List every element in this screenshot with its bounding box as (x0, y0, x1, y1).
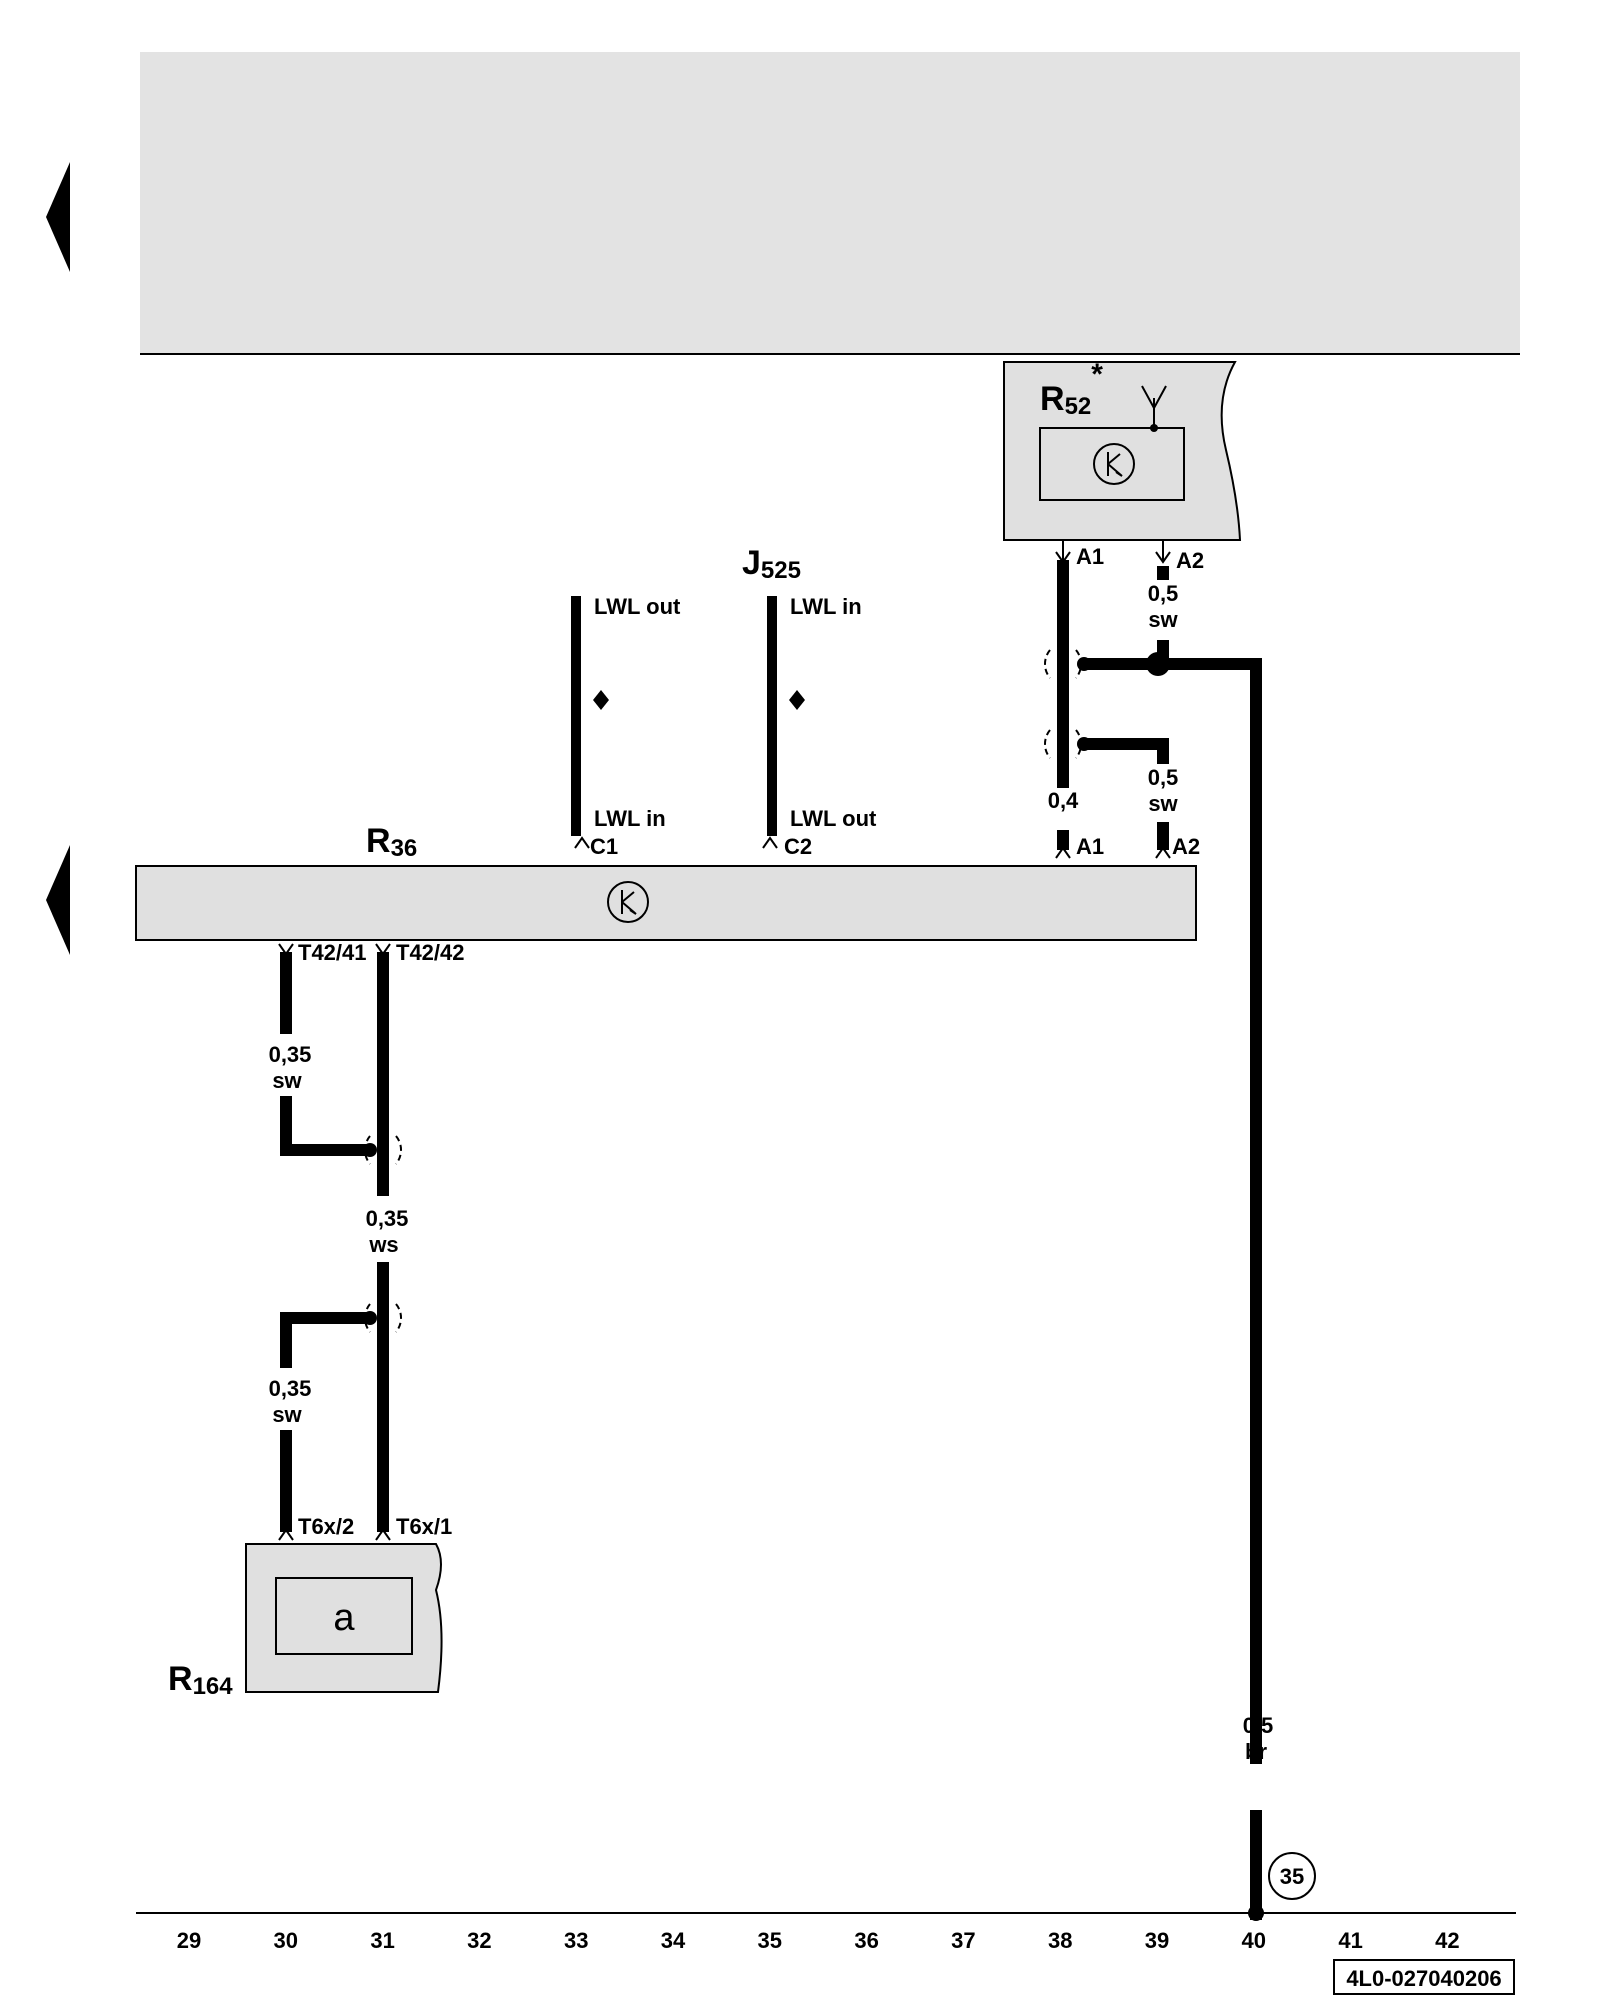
axis-number-33: 33 (564, 1928, 588, 1953)
r164-label: R164 (168, 1660, 233, 1700)
pin-r36-a2: A2 (1172, 834, 1200, 859)
pin-r36-c1: C1 (590, 834, 618, 859)
axis-number-31: 31 (370, 1928, 394, 1953)
doc-number: 4L0-027040206 (1346, 1966, 1501, 1991)
r36-module-bar (135, 865, 1197, 941)
axis-number-37: 37 (951, 1928, 975, 1953)
pin-r52-a2: A2 (1176, 548, 1204, 573)
wire-a2-lower-size: 0,5 (1148, 765, 1179, 790)
j525-label: J525 (742, 544, 801, 584)
antenna-icon (1141, 385, 1167, 428)
axis-numbers: 29 30 31 32 33 34 35 36 37 38 39 40 41 42 (177, 1928, 1460, 1953)
pin-labels: A1 A2 C1 C2 A1 A2 T42/41 T42/42 T6x/2 T6… (298, 544, 1204, 1539)
lwl-right-bottom-label: LWL out (790, 806, 877, 831)
wire-t42-41-size: 0,35 (269, 1042, 312, 1067)
pin-r36-t42-41: T42/41 (298, 940, 367, 965)
component-r164: a R164 (168, 1543, 443, 1700)
shield-splices (363, 649, 1170, 1333)
r164-symbol: a (333, 1597, 355, 1639)
header-band (140, 52, 1520, 354)
lwl-left-diamond-icon (593, 690, 609, 710)
lwl-right-line (767, 596, 777, 836)
axis-number-39: 39 (1145, 1928, 1169, 1953)
component-r36: R36 (135, 822, 1197, 941)
fibre-optic-links: LWL out LWL in LWL in LWL out (571, 594, 877, 836)
lwl-left-bottom-label: LWL in (594, 806, 666, 831)
wire-t6x-2-size: 0,35 (269, 1376, 312, 1401)
wire-a2-upper-size: 0,5 (1148, 581, 1179, 606)
pin-ticks (278, 551, 1171, 1541)
axis-number-32: 32 (467, 1928, 491, 1953)
axis-number-38: 38 (1048, 1928, 1072, 1953)
wire-ground-color: br (1245, 1739, 1267, 1764)
pin-r52-a1: A1 (1076, 544, 1104, 569)
lwl-right-top-label: LWL in (790, 594, 862, 619)
pin-r36-t42-42: T42/42 (396, 940, 465, 965)
r36-control-symbol-icon (607, 881, 649, 923)
pin-r36-c2: C2 (784, 834, 812, 859)
doc-number-box (1333, 1959, 1515, 1995)
wire-labels: 0,5 sw 0,5 sw 0,4 0,35 sw 0,35 ws 0,35 s… (269, 581, 1274, 1764)
wire-t42-41-color: sw (272, 1068, 302, 1093)
wire-t42-42-color: ws (368, 1232, 398, 1257)
wire-a2-upper-color: sw (1148, 607, 1178, 632)
wire-t6x-2-color: sw (272, 1402, 302, 1427)
axis-number-42: 42 (1435, 1928, 1459, 1953)
lwl-left-top-label: LWL out (594, 594, 681, 619)
pin-r36-a1: A1 (1076, 834, 1104, 859)
ground-reference-circle (1268, 1852, 1316, 1900)
r36-label: R36 (366, 822, 417, 862)
wire-ground-size: 0,5 (1243, 1713, 1274, 1738)
axis-number-34: 34 (661, 1928, 686, 1953)
previous-page-arrow-icon[interactable] (46, 162, 70, 272)
pin-r164-t6x-1: T6x/1 (396, 1514, 452, 1539)
wires (280, 540, 1262, 1920)
r52-label: R52* (1040, 358, 1103, 420)
axis-number-41: 41 (1338, 1928, 1362, 1953)
r164-module-box (275, 1577, 413, 1655)
axis-number-35: 35 (758, 1928, 782, 1953)
previous-page-arrow-lower-icon[interactable] (46, 845, 70, 955)
lwl-left-line (571, 596, 581, 836)
lwl-right-diamond-icon (789, 690, 805, 710)
r52-control-symbol-icon (1093, 443, 1135, 485)
ground-reference-number: 35 (1280, 1864, 1304, 1889)
wire-t42-42-size: 0,35 (366, 1206, 409, 1231)
axis-number-40: 40 (1242, 1928, 1266, 1953)
r52-module-box (1039, 427, 1185, 501)
axis-number-36: 36 (854, 1928, 878, 1953)
axis-number-29: 29 (177, 1928, 201, 1953)
pin-r164-t6x-2: T6x/2 (298, 1514, 354, 1539)
wire-a2-lower-color: sw (1148, 791, 1178, 816)
axis-number-30: 30 (274, 1928, 298, 1953)
wire-a1-size: 0,4 (1048, 788, 1079, 813)
component-r52: R52* (1003, 358, 1242, 541)
